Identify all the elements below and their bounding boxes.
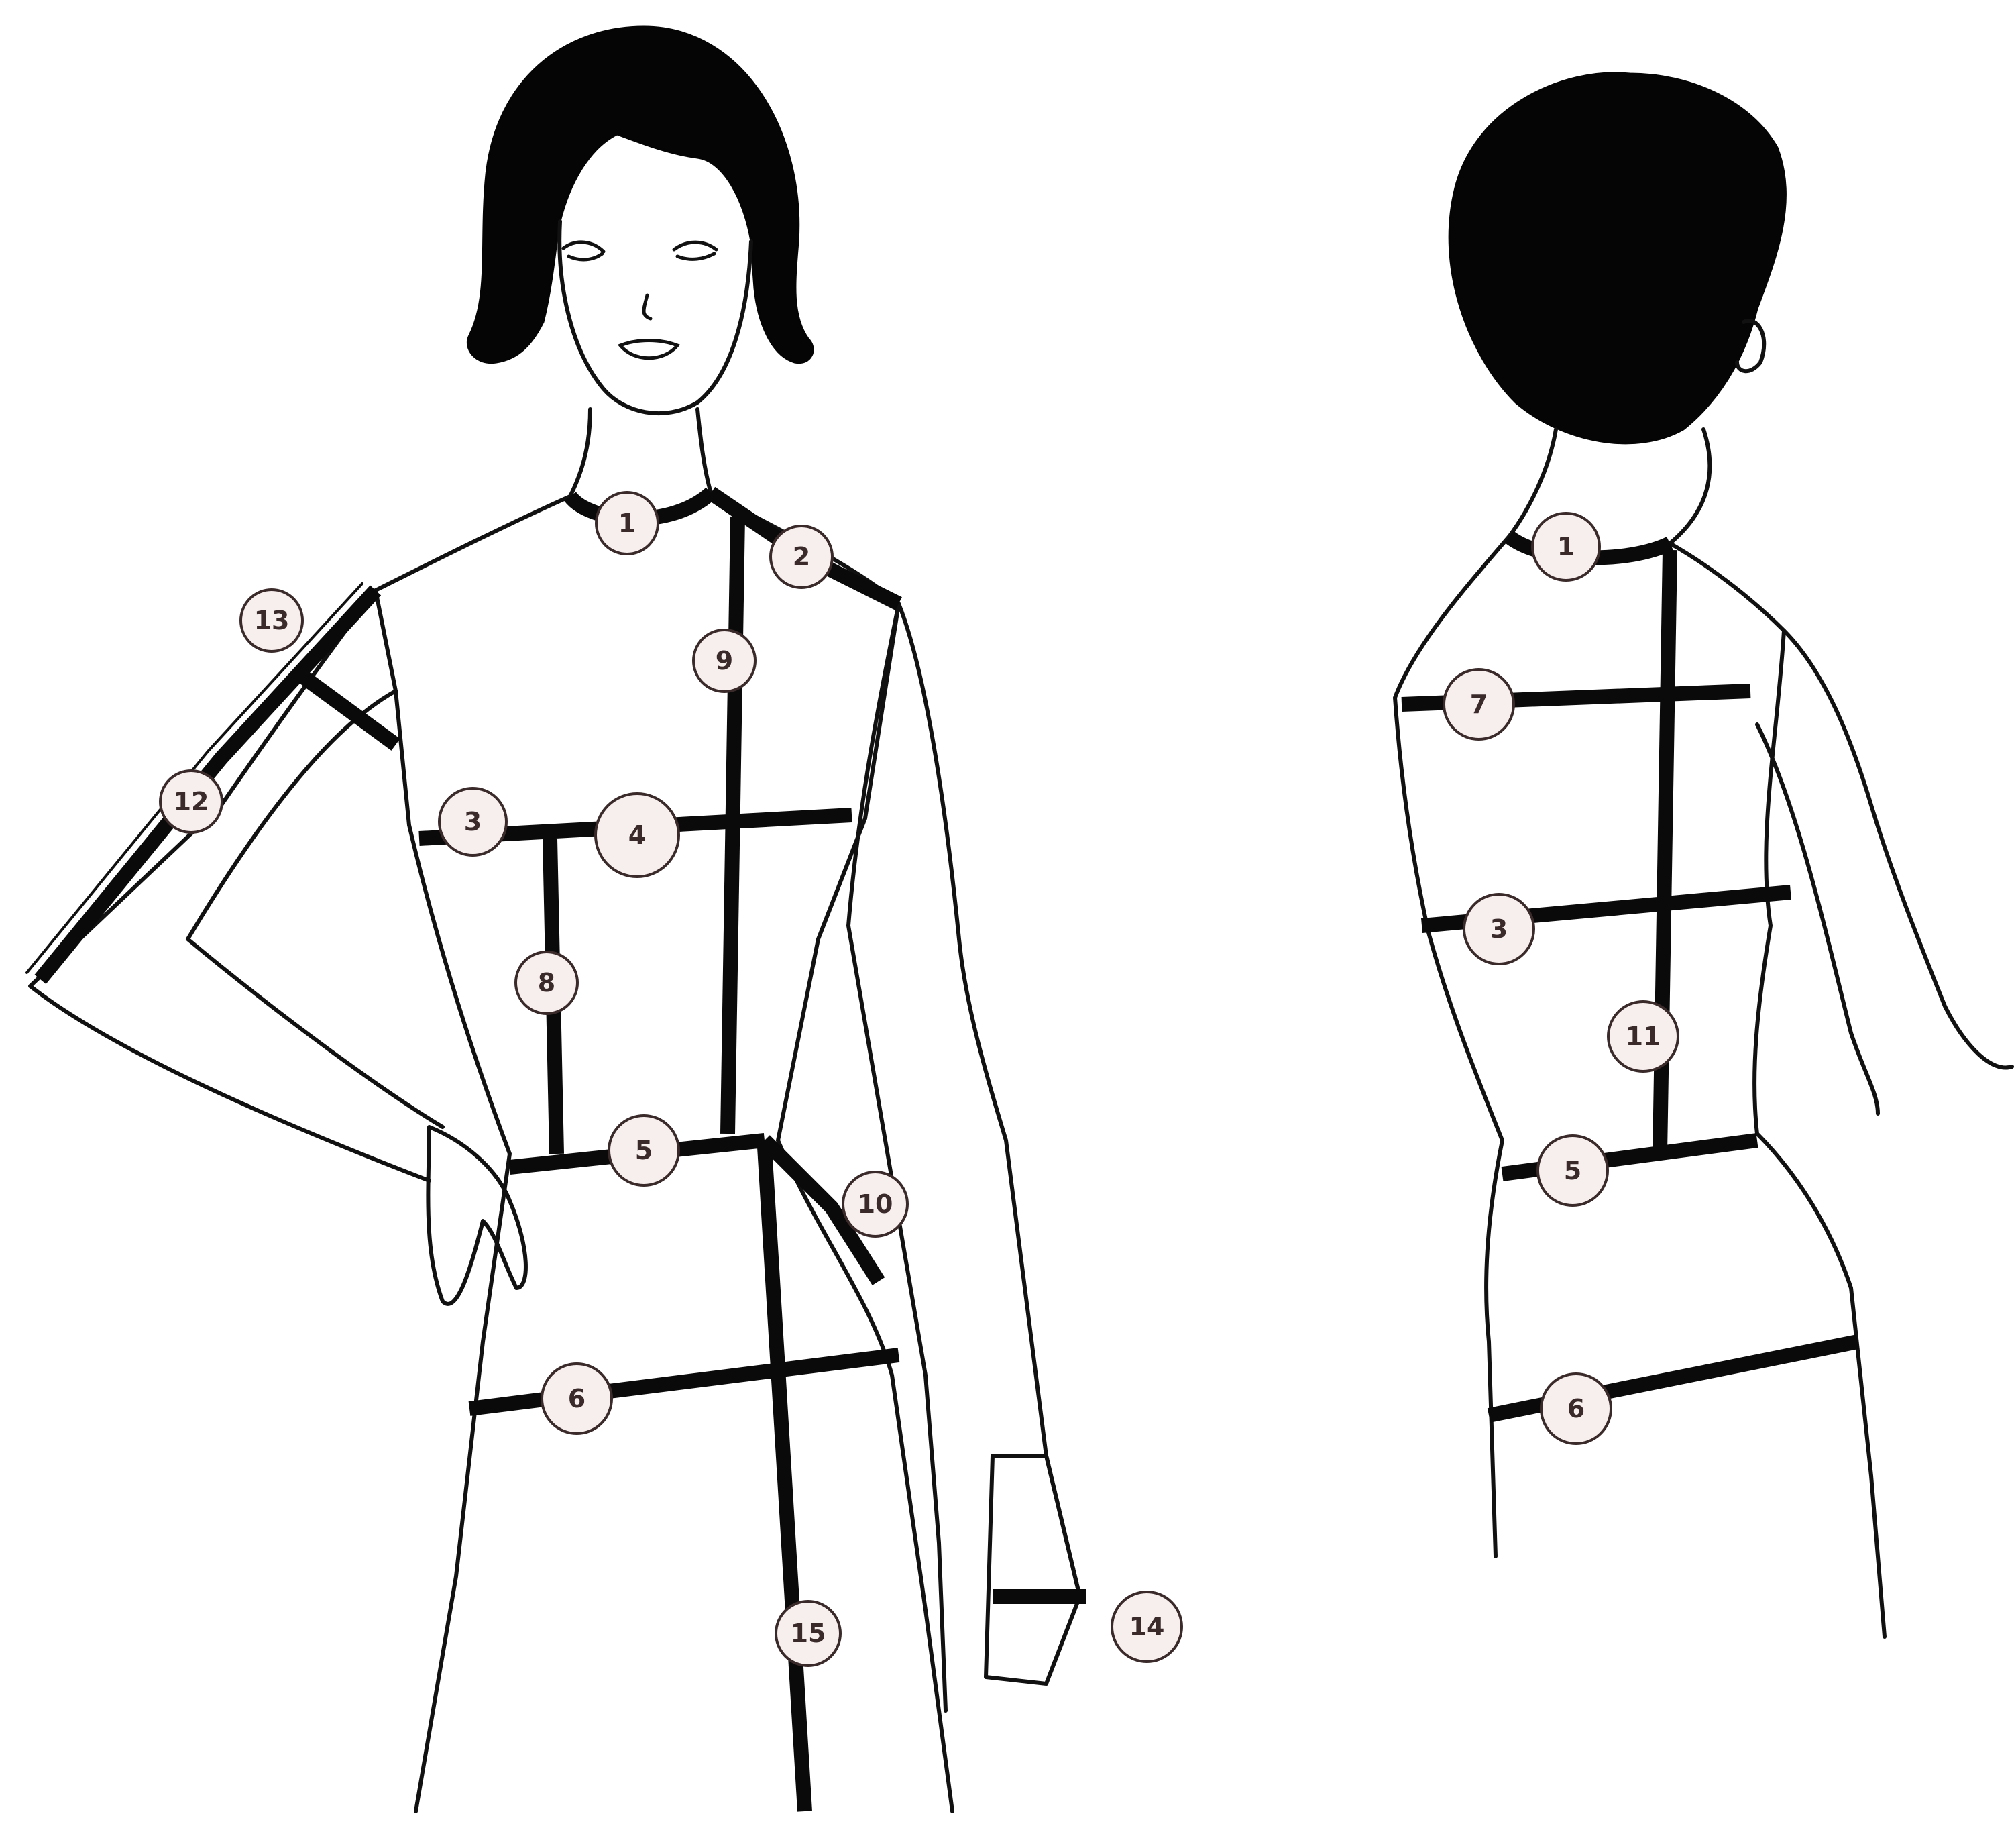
back-torso-right [1670, 543, 1885, 1637]
front-right-arm [848, 604, 1080, 1711]
front-armhole-band [295, 671, 396, 745]
back-marker-11: 11 [1608, 1002, 1678, 1071]
marker-label: 8 [538, 968, 555, 998]
marker-label: 14 [1129, 1612, 1165, 1641]
front-hair [467, 27, 813, 363]
back-hair [1449, 73, 1785, 443]
front-right-hand [986, 1456, 1080, 1684]
marker-label: 6 [568, 1384, 585, 1413]
front-marker-9: 9 [693, 630, 755, 692]
front-left-arm [30, 590, 443, 1181]
back-arm [1757, 631, 2012, 1114]
marker-label: 6 [1567, 1394, 1585, 1423]
front-face [559, 221, 751, 413]
marker-label: 3 [464, 807, 482, 837]
marker-label: 2 [793, 542, 810, 572]
marker-label: 1 [1557, 532, 1575, 561]
back-marker-7: 7 [1444, 669, 1514, 739]
marker-label: 10 [858, 1189, 893, 1219]
front-marker-6: 6 [542, 1364, 612, 1434]
front-marker-13: 13 [241, 590, 302, 651]
front-marker-3: 3 [439, 788, 506, 855]
front-figure [27, 27, 1086, 1811]
front-hip-band [469, 1355, 899, 1409]
front-marker-1: 1 [596, 492, 658, 554]
marker-label: 7 [1470, 690, 1488, 719]
front-right-eye [674, 242, 716, 259]
marker-label: 3 [1490, 914, 1508, 944]
marker-label: 12 [174, 787, 209, 816]
marker-label: 5 [635, 1136, 653, 1165]
back-markers: 1 7 3 11 5 6 [1444, 513, 1678, 1444]
front-marker-12: 12 [160, 771, 222, 832]
front-neck [570, 409, 711, 496]
marker-label: 11 [1626, 1022, 1661, 1051]
marker-label: 15 [791, 1619, 826, 1648]
front-nose [644, 295, 651, 319]
front-marker-10: 10 [843, 1172, 907, 1236]
front-marker-14: 14 [1112, 1592, 1182, 1662]
back-marker-3: 3 [1464, 894, 1534, 964]
front-skirt-length-band [765, 1147, 805, 1811]
front-marker-4: 4 [596, 794, 679, 877]
front-left-eye [563, 242, 604, 260]
front-marker-8: 8 [516, 952, 577, 1014]
back-marker-5: 5 [1538, 1136, 1608, 1205]
front-mouth [620, 341, 677, 358]
front-marker-2: 2 [771, 526, 832, 588]
back-figure [1395, 73, 2012, 1637]
marker-label: 4 [628, 820, 646, 850]
front-marker-5: 5 [609, 1116, 679, 1185]
front-marker-15: 15 [776, 1601, 840, 1666]
marker-label: 9 [716, 646, 733, 676]
marker-label: 5 [1564, 1156, 1581, 1185]
back-marker-1: 1 [1532, 513, 1600, 580]
marker-label: 1 [618, 508, 636, 538]
back-marker-6: 6 [1541, 1374, 1611, 1444]
marker-label: 13 [254, 606, 290, 635]
